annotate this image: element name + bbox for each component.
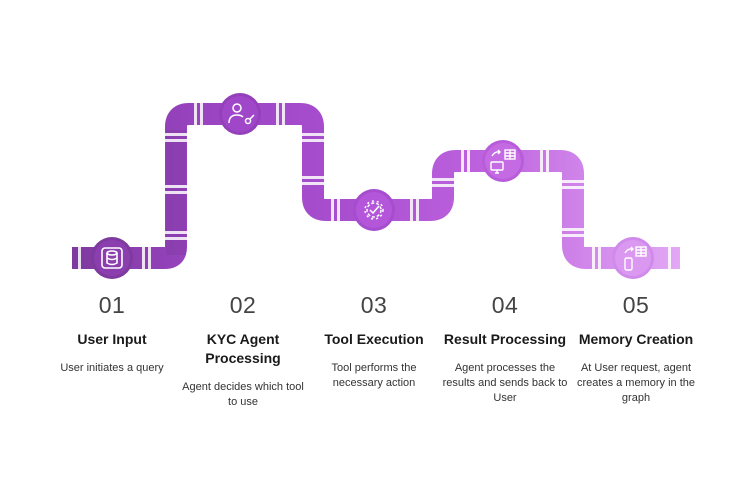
step-description: Agent processes the results and sends ba… <box>442 362 568 404</box>
node-05 <box>612 237 654 279</box>
step-title: KYC Agent Processing <box>205 331 281 366</box>
step-number: 05 <box>622 292 650 318</box>
node-03 <box>353 189 395 231</box>
node-04 <box>482 140 524 182</box>
step-05: 05 Memory Creation At User request, agen… <box>571 290 701 406</box>
step-number: 01 <box>98 292 126 318</box>
step-number: 02 <box>229 292 257 318</box>
node-01 <box>91 237 133 279</box>
pipe-couplings <box>78 101 671 271</box>
user-key-icon <box>228 103 255 125</box>
node-02 <box>219 93 261 135</box>
monitor-sync-icon <box>490 149 516 174</box>
step-title: Memory Creation <box>578 331 694 347</box>
gear-check-icon <box>364 200 384 220</box>
step-01: 01 User Input User initiates a query <box>47 290 177 376</box>
step-04: 04 Result Processing Agent processes the… <box>440 290 570 406</box>
step-title: Result Processing <box>443 331 567 347</box>
step-03: 03 Tool Execution Tool performs the nece… <box>309 290 439 391</box>
step-title: User Input <box>77 331 147 347</box>
phone-sync-icon <box>624 246 647 271</box>
step-number: 04 <box>491 292 519 318</box>
step-description: Tool performs the necessary action <box>331 362 417 389</box>
step-title: Tool Execution <box>324 331 424 347</box>
step-description: At User request, agent creates a memory … <box>577 362 695 404</box>
step-description: User initiates a query <box>60 362 164 374</box>
database-icon <box>101 247 123 269</box>
step-02: 02 KYC Agent Processing Agent decides wh… <box>178 290 308 410</box>
step-description: Agent decides which tool to use <box>182 381 304 408</box>
step-number: 03 <box>360 292 388 318</box>
